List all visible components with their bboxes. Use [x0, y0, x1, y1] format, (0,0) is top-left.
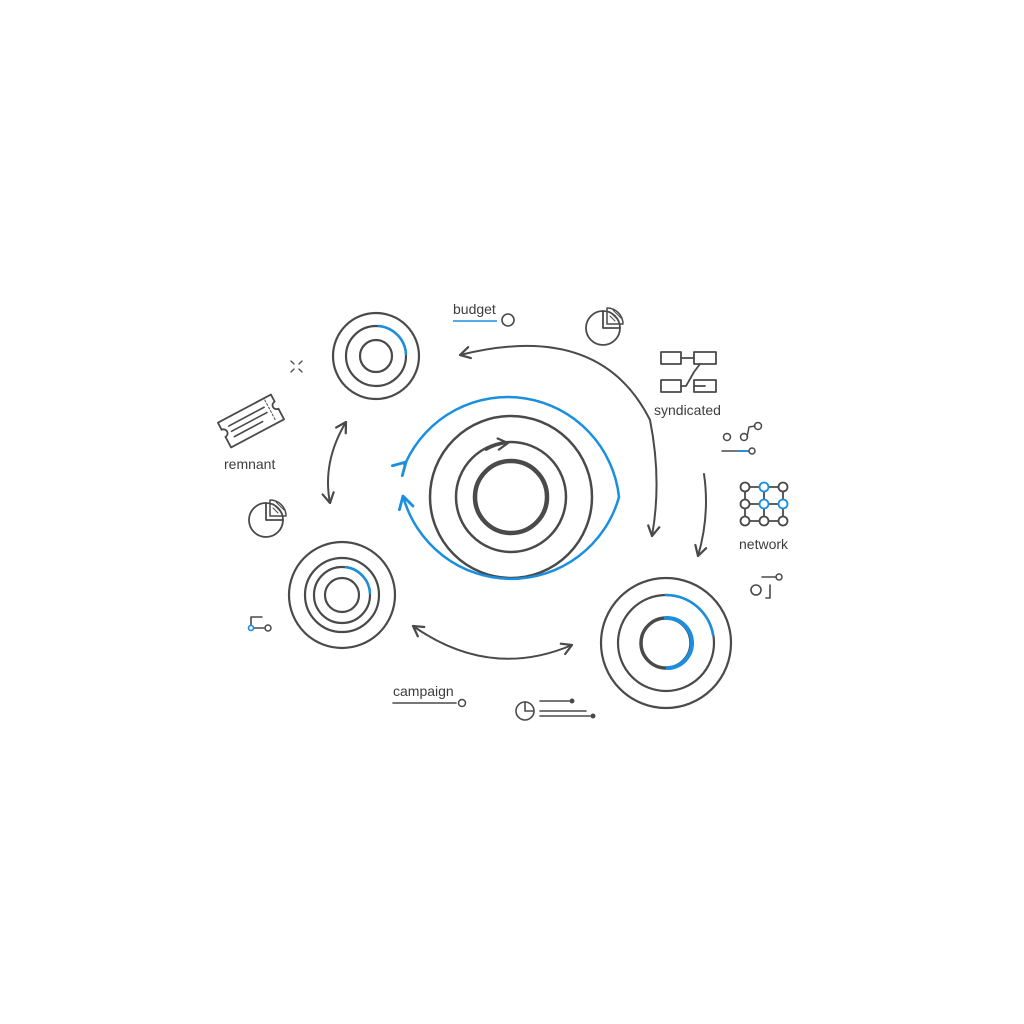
network-grid-icon: [739, 481, 789, 527]
circuit-icon: [721, 421, 763, 455]
central-hub: [428, 414, 594, 580]
circuit-icon: [247, 616, 272, 632]
remnant-label: remnant: [224, 456, 275, 472]
budget-label-group: budget: [453, 301, 515, 327]
ticket-icon: [217, 393, 285, 449]
flow-diagram-icon: [660, 351, 717, 393]
pie-chart-icon: [585, 307, 624, 346]
target-top-left: [331, 311, 421, 401]
target-bottom-left: [287, 540, 397, 650]
timeline-icon: [515, 698, 596, 721]
campaign-label: campaign: [393, 683, 454, 699]
flow-arrows: [321, 344, 708, 660]
sparkle-icon: [290, 360, 303, 373]
circuit-icon: [750, 573, 783, 599]
campaign-label-group: campaign: [392, 683, 467, 708]
budget-label: budget: [453, 301, 496, 317]
syndicated-label: syndicated: [654, 402, 721, 418]
network-label: network: [739, 536, 789, 552]
pie-chart-icon: [248, 499, 287, 538]
target-bottom-right: [599, 576, 733, 710]
